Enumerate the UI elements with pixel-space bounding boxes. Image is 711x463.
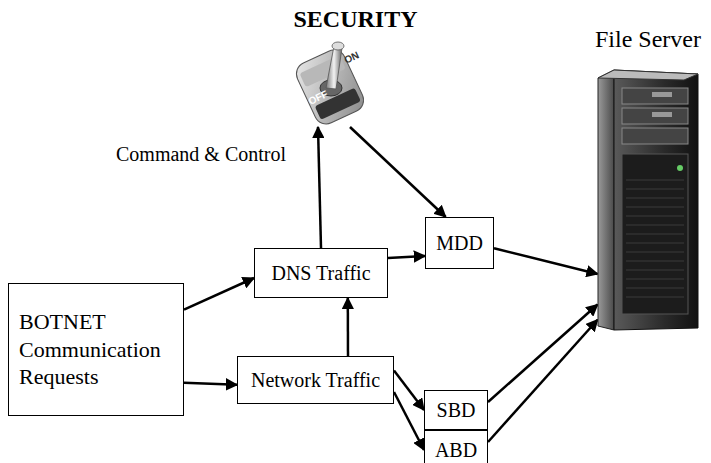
process-box: DNS Traffic (254, 248, 388, 298)
flow-arrow (318, 127, 321, 248)
flow-arrow (394, 370, 424, 410)
flow-arrow (184, 383, 237, 385)
flow-arrow (347, 298, 350, 356)
switch-label: Command & Control (94, 142, 286, 167)
flow-arrow (488, 305, 598, 403)
source-box: BOTNET Communication Requests (8, 283, 184, 416)
switch-state-label: ON (342, 49, 360, 65)
server-tower-icon (592, 30, 704, 335)
flow-arrow (488, 320, 598, 442)
toggle-switch-icon (290, 32, 370, 127)
flow-arrow (388, 256, 425, 258)
detector-box: ABD (424, 430, 488, 463)
detector-box: MDD (425, 217, 494, 269)
detector-box: SBD (424, 390, 488, 430)
flow-arrow (350, 127, 446, 217)
flow-arrow (394, 392, 424, 450)
box-text: Network Traffic (251, 368, 380, 393)
box-text: DNS Traffic (271, 261, 370, 286)
control-switch: Command & ControlONOFF (290, 32, 370, 127)
file-server: File Server (592, 30, 704, 335)
process-box: Network Traffic (237, 356, 394, 404)
box-text: SBD (437, 398, 476, 423)
box-text: BOTNET Communication Requests (19, 308, 173, 391)
flow-arrow (494, 248, 598, 274)
box-text: ABD (435, 438, 477, 463)
box-text: MDD (436, 231, 483, 256)
flow-arrow (184, 278, 254, 310)
server-label: File Server (572, 24, 711, 54)
